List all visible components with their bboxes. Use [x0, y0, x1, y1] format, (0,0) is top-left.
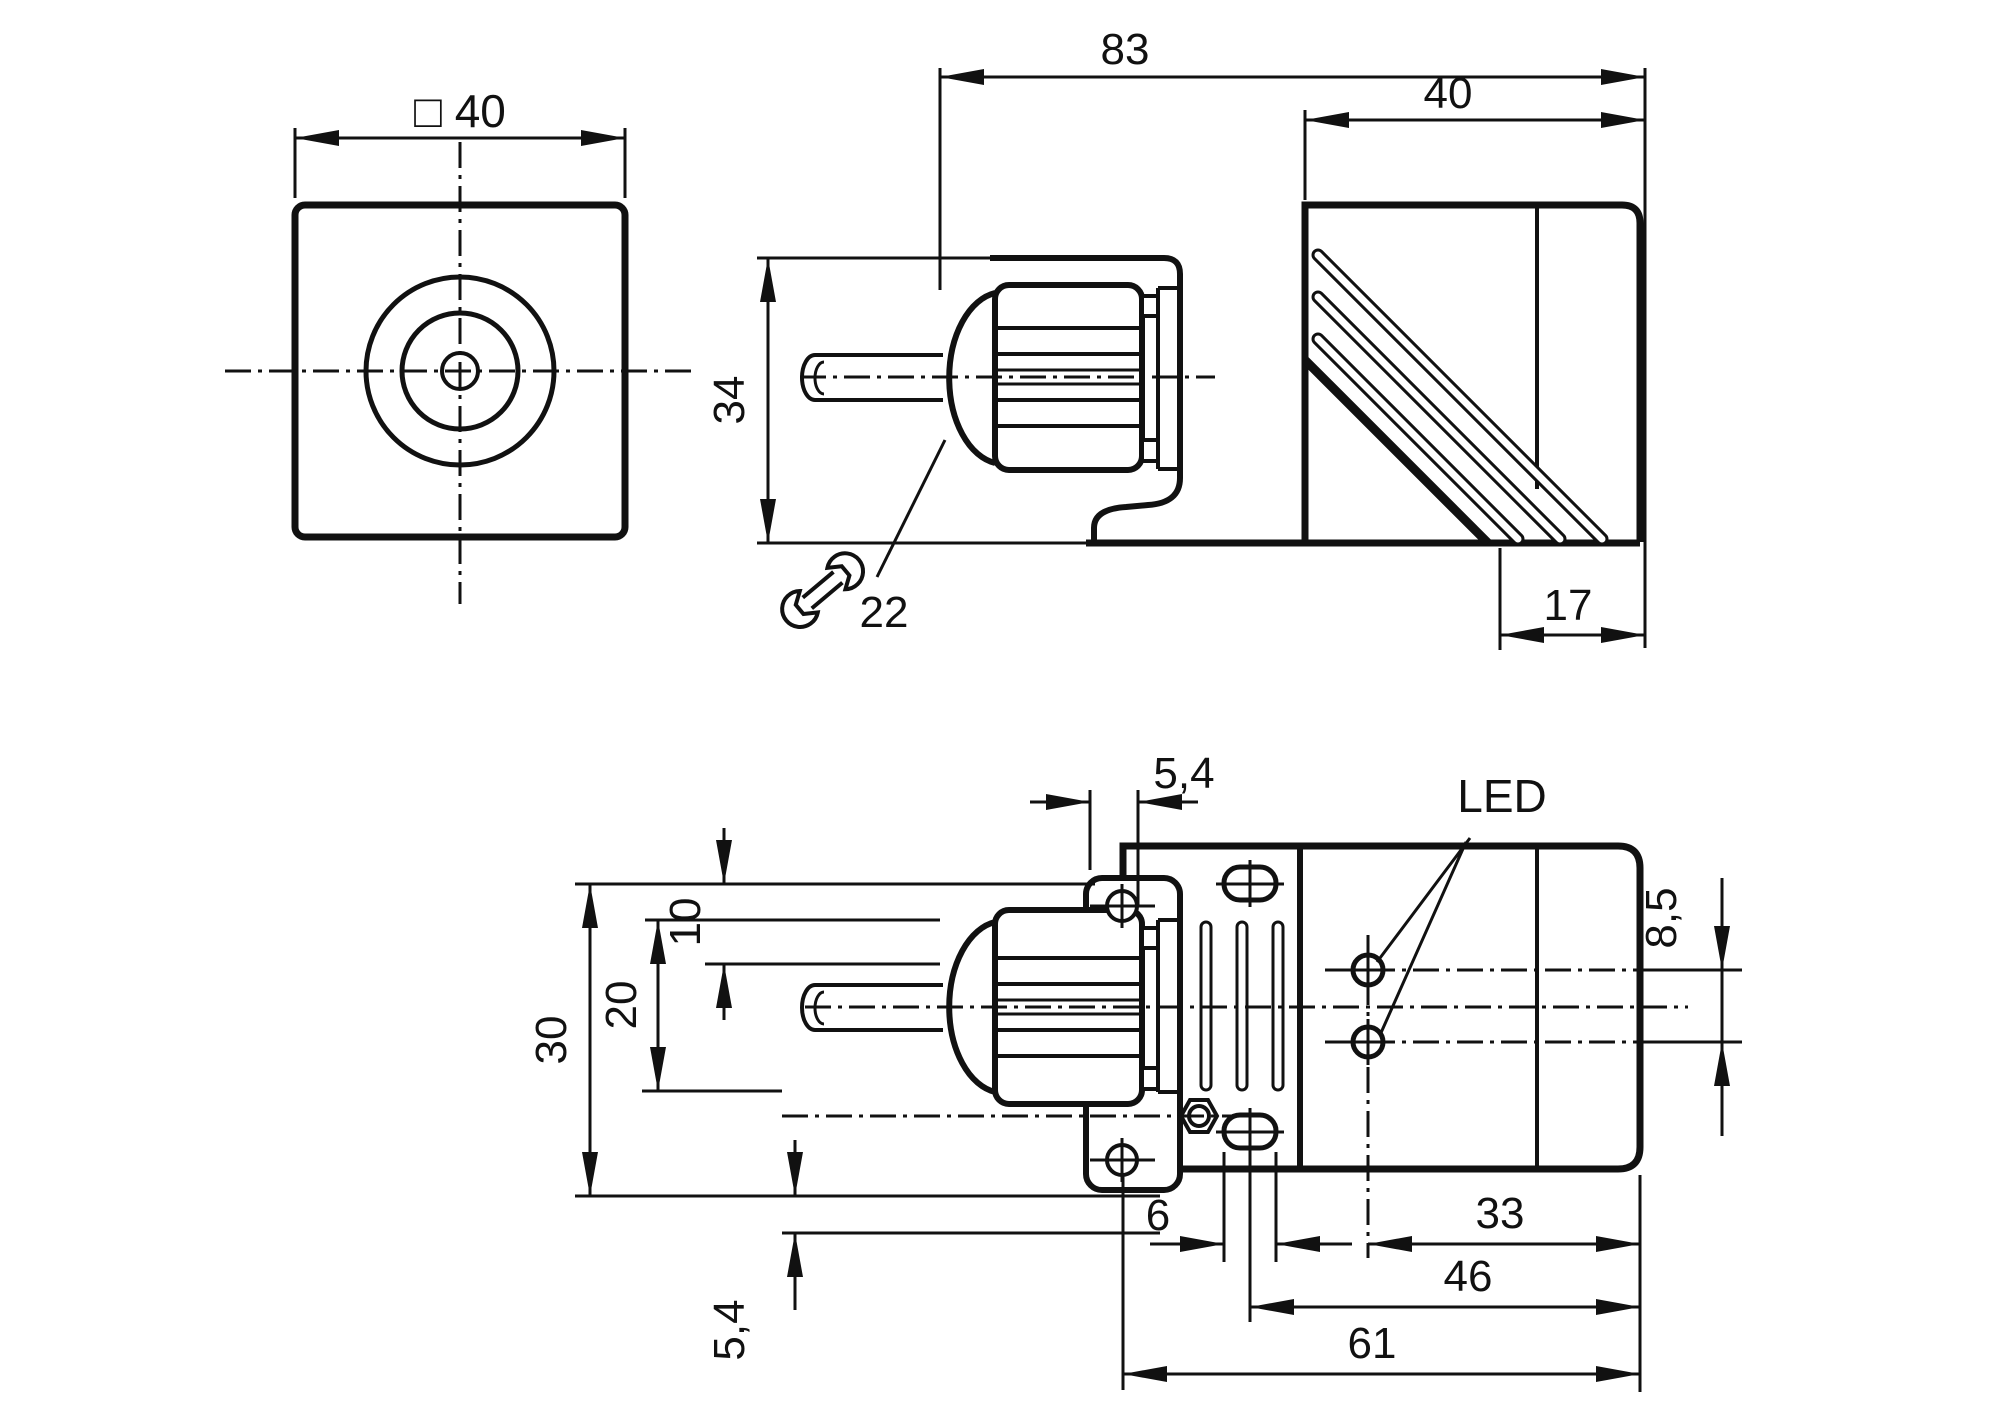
bottom-connector [800, 907, 1178, 1107]
label-side-17: 17 [1544, 581, 1593, 630]
side-face-grooves [1311, 248, 1609, 546]
side-bracket-outline [990, 255, 1183, 540]
bottom-mounting-holes [1216, 860, 1284, 1155]
label-bottom-54bot: 5,4 [705, 1299, 754, 1360]
connector-tab-bottom [1140, 438, 1160, 463]
cable-lines [815, 353, 943, 402]
bottom-left-ext-lines [575, 882, 1160, 1235]
bottom-dimensions [582, 790, 1730, 1392]
bottom-centerlines [782, 904, 1688, 1258]
bottom-view [575, 790, 1742, 1392]
label-bottom-6: 6 [1146, 1191, 1170, 1240]
connector-knurl-lines [995, 326, 1142, 428]
side-face-edge [1301, 356, 1492, 547]
label-bottom-54top: 5,4 [1153, 749, 1214, 798]
label-bottom-46: 46 [1444, 1252, 1493, 1301]
label-side-83: 83 [1101, 25, 1150, 74]
led-leader-lines [1375, 837, 1472, 1036]
label-side-34: 34 [705, 376, 754, 425]
label-bottom-85: 8,5 [1637, 887, 1686, 948]
front-dim-lines [293, 128, 627, 198]
wrench-leader-line [875, 439, 947, 578]
label-bottom-10: 10 [661, 898, 710, 947]
label-bottom-20: 20 [597, 981, 646, 1030]
side-view [757, 68, 1647, 650]
label-bottom-led: LED [1457, 770, 1546, 822]
side-dimensions [760, 68, 1647, 650]
connector-tab-top [1140, 294, 1160, 318]
led-ext-lines [1640, 968, 1742, 1044]
label-side-40: 40 [1424, 69, 1473, 118]
label-bottom-61: 61 [1348, 1319, 1397, 1368]
label-side-22: 22 [860, 588, 909, 637]
side-body-outline [1301, 201, 1644, 542]
label-bottom-30: 30 [527, 1016, 576, 1065]
wrench-icon [780, 551, 866, 629]
front-view [225, 128, 692, 604]
label-bottom-33: 33 [1476, 1189, 1525, 1238]
dimension-labels: □ 40 83 40 34 22 17 5,4 LED 8,5 30 20 10 5,4 6 33 46 61 [414, 25, 1686, 1368]
connector-center-band [995, 368, 1142, 386]
label-front-size: □ 40 [414, 85, 506, 137]
